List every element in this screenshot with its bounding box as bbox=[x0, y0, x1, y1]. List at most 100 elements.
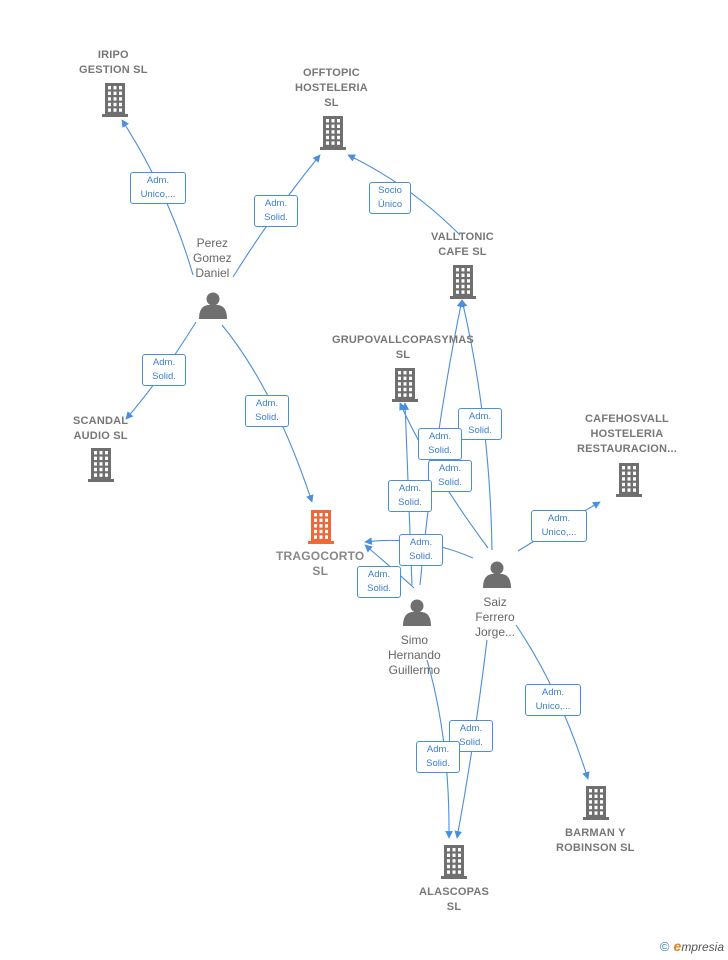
edge-label-saiz-to-grupovall[interactable]: Adm. Solid. bbox=[428, 460, 472, 492]
edge-label-line: Solid. bbox=[255, 412, 279, 423]
edge-label-line: Solid. bbox=[367, 583, 391, 594]
node-label-line: GRUPOVALLCOPASYMAS bbox=[332, 334, 474, 346]
scandal-building-icon[interactable] bbox=[88, 448, 114, 482]
node-label-line: IRIPO bbox=[97, 49, 129, 61]
cafehosvall-label[interactable]: CAFEHOSVALL HOSTELERIA RESTAURACION... bbox=[577, 412, 677, 457]
edge-label-line: Adm. bbox=[459, 723, 483, 734]
brand-logo-letter: e bbox=[673, 938, 682, 954]
node-label-line: GESTION SL bbox=[79, 64, 148, 76]
node-label-line: SCANDAL bbox=[73, 415, 129, 427]
edge-label-line: Adm. bbox=[426, 744, 450, 755]
edge-label-line: Adm. bbox=[264, 198, 288, 209]
edge-label-line: Solid. bbox=[428, 445, 452, 456]
node-label-line: CAFEHOSVALL bbox=[585, 413, 669, 425]
offtopic-label[interactable]: OFFTOPIC HOSTELERIA SL bbox=[295, 66, 368, 111]
node-label-line: Perez bbox=[196, 236, 229, 250]
edges-layer bbox=[121, 119, 601, 839]
edge-label-line: Adm. bbox=[152, 357, 176, 368]
node-label-line: HOSTELERIA bbox=[590, 428, 664, 440]
edge-label-line: Solid. bbox=[468, 425, 492, 436]
edge-label-line: Adm. bbox=[409, 537, 433, 548]
simo-person-icon[interactable] bbox=[403, 599, 431, 627]
node-label-line: RESTAURACION... bbox=[577, 443, 677, 455]
iripo-label[interactable]: IRIPO GESTION SL bbox=[79, 48, 148, 78]
cafehosvall-building-icon[interactable] bbox=[616, 463, 642, 497]
edge-label-line: Adm. bbox=[438, 463, 462, 474]
valltonic-building-icon[interactable] bbox=[450, 265, 476, 299]
valltonic-label[interactable]: VALLTONIC CAFE SL bbox=[431, 230, 494, 260]
edge-label-line: Adm. bbox=[398, 483, 422, 494]
offtopic-building-icon[interactable] bbox=[320, 116, 346, 150]
edge-label-line: Solid. bbox=[459, 737, 483, 748]
edge-label-line: Solid. bbox=[264, 212, 288, 223]
node-label-line: ROBINSON SL bbox=[556, 842, 635, 854]
edge-label-line: Solid. bbox=[438, 477, 462, 488]
node-label-line: SL bbox=[312, 564, 329, 578]
node-label-line: Simo bbox=[400, 633, 429, 647]
edge-label-line: Adm. bbox=[428, 431, 452, 442]
node-label-line: Gomez bbox=[193, 251, 232, 265]
edge-label-simo-to-alascopas[interactable]: Adm. Solid. bbox=[416, 741, 460, 773]
edge-label-line: Solid. bbox=[426, 758, 450, 769]
barman-label[interactable]: BARMAN Y ROBINSON SL bbox=[556, 826, 635, 856]
edge-label-saiz-to-cafehosvall[interactable]: Adm. Unico,... bbox=[531, 510, 587, 542]
edge-label-perez-to-scandal[interactable]: Adm. Solid. bbox=[142, 354, 186, 386]
edge-label-line: Adm. bbox=[367, 569, 391, 580]
edge-label-simo-to-tragocorto[interactable]: Adm. Solid. bbox=[357, 566, 401, 598]
edge-label-line: Adm. bbox=[547, 513, 571, 524]
node-label-line: Guillermo bbox=[388, 663, 441, 677]
node-label-line: Saiz bbox=[483, 595, 507, 609]
barman-building-icon[interactable] bbox=[583, 786, 609, 820]
empresia-brand[interactable]: ©empresia bbox=[660, 938, 724, 954]
node-label-line: ALASCOPAS bbox=[419, 886, 490, 898]
node-label-line: TRAGOCORTO bbox=[276, 549, 365, 563]
alascopas-label[interactable]: ALASCOPAS SL bbox=[419, 885, 489, 915]
edge-label-saiz-to-valltonic[interactable]: Adm. Solid. bbox=[458, 408, 502, 440]
grupovall-building-icon[interactable] bbox=[392, 368, 418, 402]
node-label-line: BARMAN Y bbox=[564, 827, 626, 839]
node-label-line: HOSTELERIA bbox=[295, 82, 368, 94]
edge-label-line: Socio bbox=[378, 185, 402, 196]
edge-label-line: Unico,... bbox=[541, 527, 577, 538]
tragocorto-building-icon[interactable] bbox=[308, 510, 334, 544]
edge-label-saiz-to-tragocorto[interactable]: Adm. Solid. bbox=[399, 534, 443, 566]
edge-label-perez-to-tragocorto[interactable]: Adm. Solid. bbox=[245, 395, 289, 427]
node-label-line: CAFE SL bbox=[438, 246, 487, 258]
perez-person-icon[interactable] bbox=[199, 292, 227, 320]
iripo-building-icon[interactable] bbox=[102, 83, 128, 117]
edge-label-line: Único bbox=[377, 199, 403, 210]
node-label-line: AUDIO SL bbox=[73, 430, 128, 442]
alascopas-building-icon[interactable] bbox=[441, 845, 467, 879]
edge-label-line: Solid. bbox=[152, 371, 176, 382]
scandal-label[interactable]: SCANDAL AUDIO SL bbox=[73, 414, 128, 444]
edge-label-saiz-to-barman[interactable]: Adm. Unico,... bbox=[525, 684, 581, 716]
nodes-layer bbox=[88, 83, 642, 879]
node-label-line: Jorge... bbox=[475, 625, 516, 639]
edge-label-line: Adm. bbox=[255, 398, 279, 409]
edge-label-perez-to-offtopic[interactable]: Adm. Solid. bbox=[254, 195, 298, 227]
edge-label-line: Solid. bbox=[409, 551, 433, 562]
node-label-line: OFFTOPIC bbox=[302, 67, 360, 79]
edge-label-line: Adm. bbox=[146, 175, 170, 186]
edge-label-line: Adm. bbox=[468, 411, 492, 422]
edge-label-line: Adm. bbox=[541, 687, 565, 698]
saiz-person-icon[interactable] bbox=[483, 561, 511, 589]
node-label-line: Hernando bbox=[388, 648, 441, 662]
copyright-icon: © bbox=[659, 939, 670, 954]
edge-label-perez-to-iripo[interactable]: Adm. Unico,... bbox=[130, 172, 186, 204]
edge-label-line: Unico,... bbox=[535, 701, 571, 712]
node-label-line: VALLTONIC bbox=[431, 231, 494, 243]
node-label-line: SL bbox=[324, 97, 339, 109]
edge-label-simo-to-grupovall[interactable]: Adm. Solid. bbox=[388, 480, 432, 512]
node-label-line: SL bbox=[446, 901, 462, 913]
edge-label-simo-to-valltonic[interactable]: Adm. Solid. bbox=[418, 428, 462, 460]
edge-label-line: Solid. bbox=[398, 497, 422, 508]
edge-label-line: Unico,... bbox=[140, 189, 176, 200]
